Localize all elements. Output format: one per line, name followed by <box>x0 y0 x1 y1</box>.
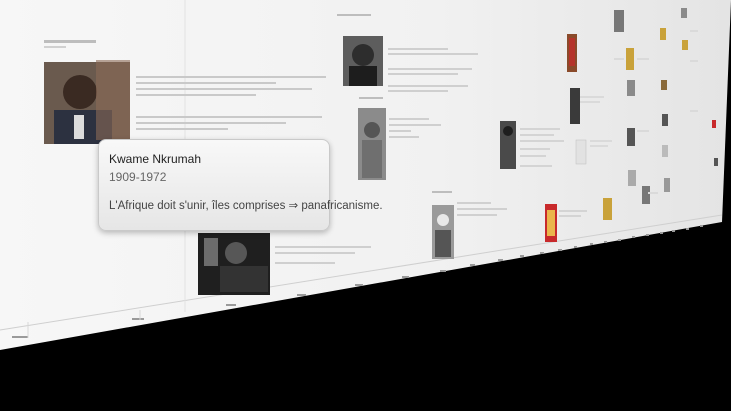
timeline-axis <box>0 214 723 331</box>
entry-title-senghor <box>44 40 96 43</box>
timeline-ticks <box>12 225 703 338</box>
tooltip-name: Kwame Nkrumah <box>109 152 202 166</box>
person-tooltip: Kwame Nkrumah 1909-1972 L'Afrique doit s… <box>98 139 383 231</box>
tooltip-years: 1909-1972 <box>109 170 167 184</box>
tooltip-quote: L'Afrique doit s'unir, îles comprises ⇒ … <box>109 200 383 212</box>
poster-yellow <box>603 198 612 220</box>
entry-text-senghor <box>136 76 326 130</box>
